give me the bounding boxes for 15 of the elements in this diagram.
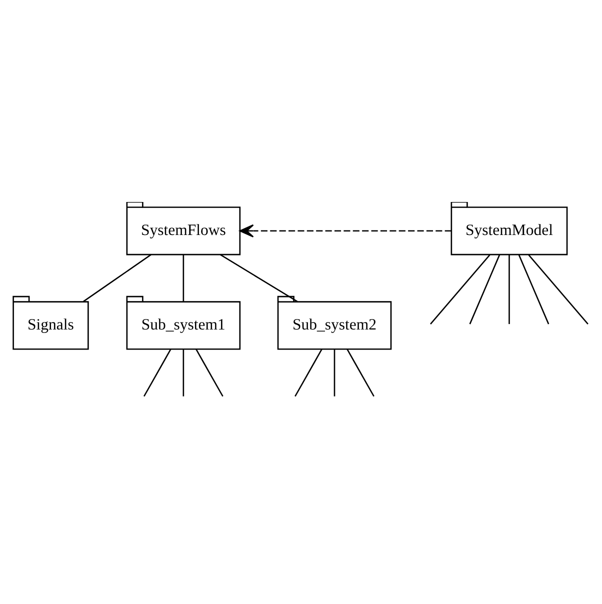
connector bbox=[82, 254, 152, 302]
connector bbox=[143, 348, 172, 396]
arrow bbox=[239, 224, 452, 237]
connector bbox=[508, 254, 510, 324]
connector bbox=[334, 348, 336, 396]
connector bbox=[182, 348, 184, 396]
connector bbox=[528, 254, 588, 324]
connector bbox=[196, 348, 224, 396]
connector bbox=[518, 254, 550, 324]
connector bbox=[346, 348, 374, 396]
connector bbox=[294, 348, 322, 396]
connector bbox=[182, 254, 184, 302]
connector bbox=[220, 254, 298, 302]
connector bbox=[430, 254, 490, 324]
connector bbox=[469, 254, 500, 324]
